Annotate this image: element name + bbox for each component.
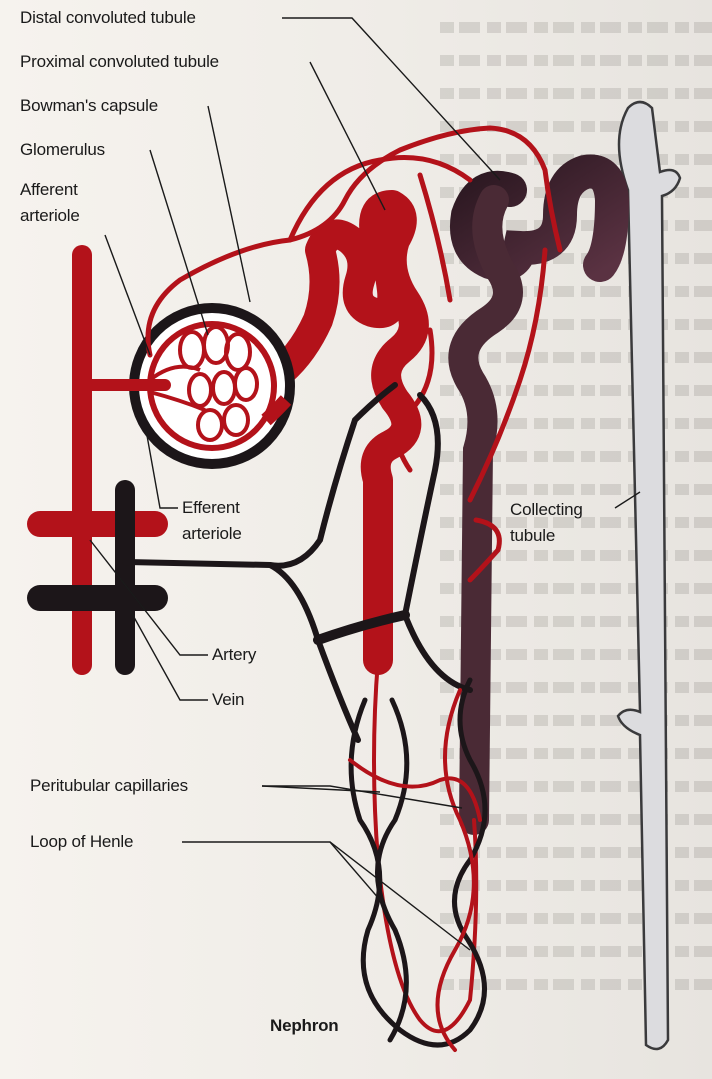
label-efferent-arteriole-line2: arteriole [182, 524, 242, 544]
label-afferent-arteriole-line1: Afferent [20, 180, 78, 200]
label-glomerulus: Glomerulus [20, 140, 105, 160]
label-loop-of-henle: Loop of Henle [30, 832, 133, 852]
label-vein: Vein [212, 690, 244, 710]
diagram-caption-nephron: Nephron [270, 1016, 338, 1036]
proximal-convoluted-tubule [270, 205, 414, 660]
label-proximal-convoluted-tubule: Proximal convoluted tubule [20, 52, 219, 72]
label-peritubular-capillaries: Peritubular capillaries [30, 776, 188, 796]
distal-convoluted-tubule [463, 172, 612, 820]
label-collecting-tubule-line2: tubule [510, 526, 555, 546]
label-distal-convoluted-tubule: Distal convoluted tubule [20, 8, 196, 28]
label-efferent-arteriole-line1: Efferent [182, 498, 240, 518]
label-bowmans-capsule: Bowman's capsule [20, 96, 158, 116]
label-afferent-arteriole-line2: arteriole [20, 206, 80, 226]
collecting-tubule [618, 102, 680, 1049]
label-collecting-tubule-line1: Collecting [510, 500, 583, 520]
label-artery: Artery [212, 645, 256, 665]
